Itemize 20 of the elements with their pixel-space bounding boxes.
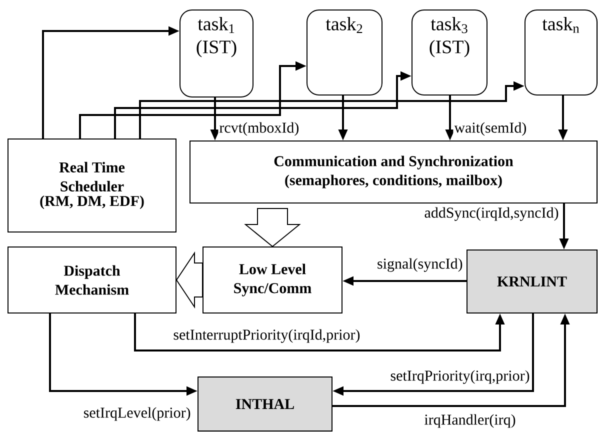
edge-label: setIrqPriority(irq,prior) [389, 369, 531, 385]
module-box: INTHAL [198, 376, 332, 432]
edge-label: setIrqLevel(prior) [82, 406, 192, 422]
process-box: Dispatch Mechanism [8, 246, 176, 314]
edge-label: signal(syncId) [376, 257, 464, 273]
task-box: task$_{3}$ (IST) [412, 10, 488, 96]
block-arrow [244, 208, 301, 248]
task-box: task$_{n}$ [524, 10, 598, 96]
edge-label: irqHandler(irq) [423, 413, 517, 429]
edge-label: rcvt(mboxId) [218, 121, 300, 137]
scheduler-box: Real Time Scheduler (RM, DM, EDF) [8, 138, 176, 232]
block-arrow [176, 251, 203, 309]
module-box: KRNLINT [466, 250, 598, 314]
process-box: Communication and Synchronization (semaphores, conditions, mailbox) [190, 140, 598, 204]
task-box: task$_{1}$ (IST) [180, 10, 254, 98]
process-box: Low Level Sync/Comm [202, 246, 342, 314]
edge-label: addSync(irqId,syncId) [423, 206, 560, 222]
edge-label: wait(semId) [453, 121, 528, 137]
edge-label: setInterruptPriority(irqId,prior) [172, 328, 362, 344]
task-box: task$_{2}$ [306, 10, 382, 96]
